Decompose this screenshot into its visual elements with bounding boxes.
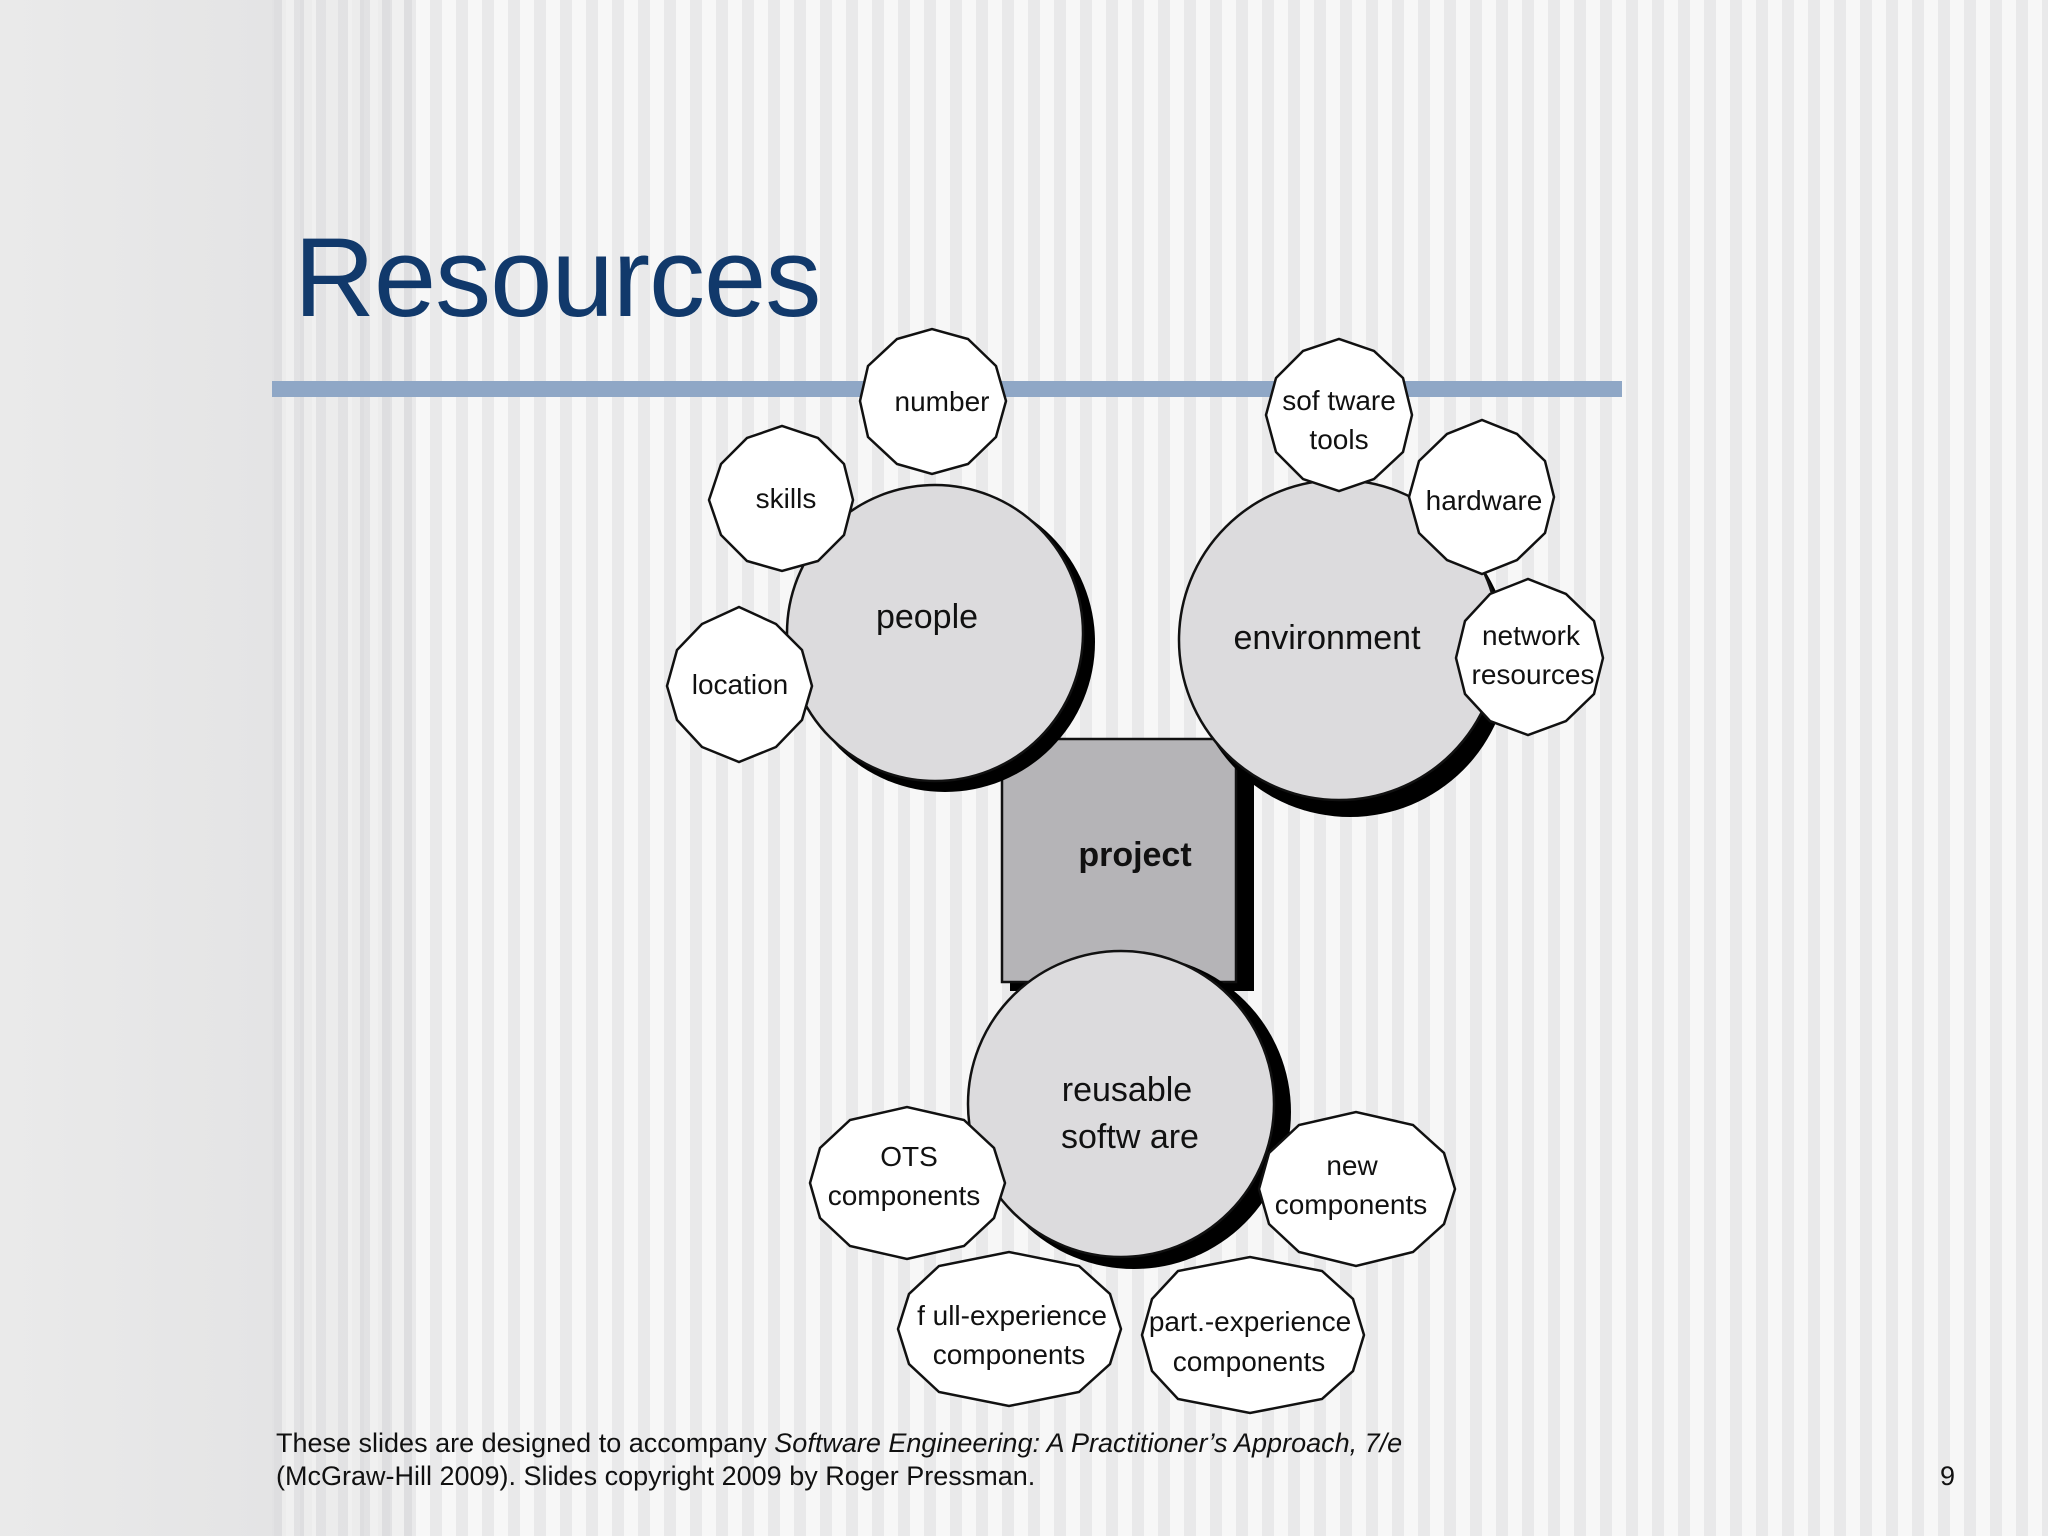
full-experience-line1: f ull-experience: [917, 1300, 1107, 1331]
ots-line2: components: [828, 1180, 981, 1211]
full-experience-line2: components: [933, 1339, 1086, 1370]
footer-prefix: These slides are designed to accompany: [276, 1428, 775, 1458]
number-label: number: [895, 386, 990, 417]
left-stripes: [272, 0, 412, 1536]
people-circle: [785, 483, 1085, 783]
environment-group: environment sof tware tools hardware net…: [1177, 337, 1605, 817]
software-tools-bubble: sof tware tools: [1264, 337, 1414, 493]
reusable-circle: [966, 949, 1276, 1259]
part-experience-line2: components: [1173, 1346, 1326, 1377]
slide-title: Resources: [294, 215, 821, 340]
network-resources-line1: network: [1482, 620, 1581, 651]
new-line1: new: [1326, 1150, 1378, 1181]
reusable-line2: softw are: [1061, 1118, 1199, 1156]
people-label: people: [876, 598, 978, 636]
left-band: [0, 0, 272, 1536]
new-components-bubble: new components: [1257, 1110, 1457, 1268]
hardware-label: hardware: [1426, 485, 1543, 516]
page-number: 9: [1940, 1461, 1956, 1491]
location-bubble: location: [665, 605, 814, 764]
environment-label: environment: [1233, 619, 1421, 657]
number-bubble: number: [858, 327, 1008, 476]
part-experience-line1: part.-experience: [1149, 1306, 1351, 1337]
footer-line1: These slides are designed to accompany S…: [276, 1428, 1402, 1459]
reusable-line1: reusable: [1062, 1071, 1192, 1109]
location-label: location: [692, 669, 789, 700]
network-resources-bubble: network resources: [1454, 577, 1605, 737]
software-tools-line1: sof tware: [1282, 385, 1396, 416]
footer-line2: (McGraw-Hill 2009). Slides copyright 200…: [276, 1461, 1036, 1491]
part-experience-components-bubble: part.-experience components: [1140, 1255, 1366, 1415]
ots-line1: OTS: [880, 1141, 938, 1172]
skills-label: skills: [756, 483, 817, 514]
hardware-bubble: hardware: [1407, 418, 1556, 576]
full-experience-components-bubble: f ull-experience components: [896, 1250, 1123, 1408]
reusable-software-group: reusable softw are OTS components new co…: [808, 949, 1457, 1415]
footer-book-title: Software Engineering: A Practitioner’s A…: [774, 1428, 1403, 1458]
project-label: project: [1078, 836, 1191, 874]
network-resources-line2: resources: [1472, 659, 1595, 690]
new-line2: components: [1275, 1189, 1428, 1220]
software-tools-line2: tools: [1309, 424, 1368, 455]
ots-components-bubble: OTS components: [808, 1105, 1007, 1261]
skills-bubble: skills: [707, 424, 855, 573]
people-group: people number skills location: [665, 327, 1095, 792]
